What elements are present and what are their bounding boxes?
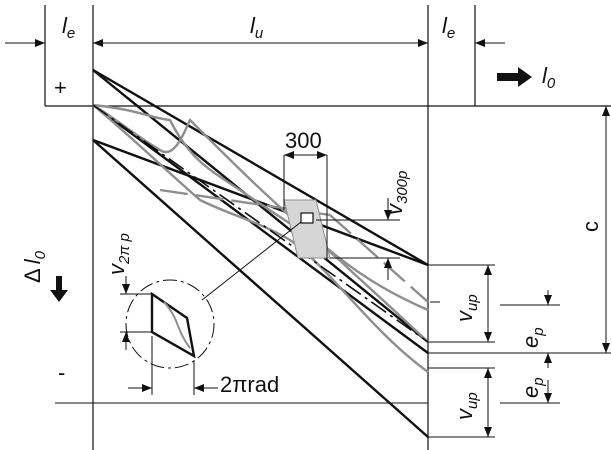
ep-lower-label: ep: [518, 377, 547, 398]
ep-upper-label: ep: [518, 327, 547, 348]
top-dimension-line: le lu le: [5, 13, 505, 47]
envelope-lines: [92, 68, 429, 438]
le-right-label: le: [442, 13, 455, 42]
dimension-ep-lower: ep: [500, 377, 560, 404]
plus-sign: +: [54, 75, 67, 100]
dim-300-label: 300: [285, 128, 322, 153]
minus-sign: -: [58, 360, 65, 385]
l0-direction: l0: [497, 63, 556, 92]
c-label: c: [578, 221, 603, 232]
vup-upper-label: vup: [452, 294, 481, 322]
delta-l0-label: Δl0: [20, 250, 68, 302]
dimension-c: c: [428, 106, 611, 354]
wavy-curves: [92, 103, 429, 373]
two-pi-rad-label: 2πrad: [220, 372, 279, 397]
right-arrow-icon: [497, 67, 532, 87]
frame: [44, 5, 611, 450]
down-arrow-icon: [50, 276, 68, 302]
reference-lines: [92, 104, 429, 343]
dimension-vup-upper: vup: [428, 264, 495, 343]
lu-label: lu: [250, 13, 264, 42]
v2pip-label: v2π p: [104, 233, 133, 275]
detail-window: 300 v300p: [283, 128, 411, 280]
svg-text:Δl0: Δl0: [20, 250, 49, 283]
l0-label: l0: [542, 63, 556, 92]
magnifier-circle: [125, 279, 215, 369]
dimension-ep-upper: ep: [500, 290, 560, 368]
v300p-label: v300p: [382, 171, 411, 215]
vup-lower-label: vup: [452, 392, 481, 420]
dimension-vup-lower: vup: [428, 367, 495, 438]
magnified-detail: v2π p 2πrad: [104, 221, 302, 397]
detail-marker: [300, 212, 314, 224]
le-left-label: le: [62, 13, 75, 42]
